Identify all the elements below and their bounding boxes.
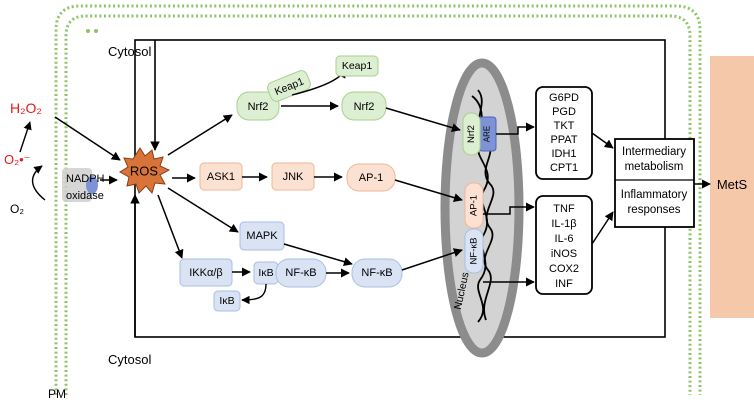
arrow-o2-to-superoxide [31,165,46,201]
arrow-ikb-release [241,283,267,305]
gene-ppat: PPAT [550,134,577,146]
ros-label: ROS [130,163,159,178]
ap1-nuclear [464,182,484,229]
jnk-label: JNK [283,171,304,183]
arrow-h2o2-to-ros [54,116,121,161]
metabolism-line2: metabolism [625,161,684,173]
ap1-cyto [346,163,396,192]
arrow-ap1-to-inflam-genes [483,202,535,215]
metabolism-line1: Intermediary [622,146,686,158]
mets-label: MetS [717,177,748,192]
nfkb-cyto [351,258,403,288]
ask1-label: ASK1 [207,171,235,183]
gene-pgd: PGD [552,106,576,118]
cytosol-label-top: Cytosol [108,44,151,59]
plasma-membrane [54,4,702,395]
mapk-node [239,221,285,251]
keap1-free [335,55,379,77]
arrow-mapk-to-nfkb [283,243,353,267]
gene-inf: INF [555,278,573,290]
ap1-nuclear-label: AP-1 [469,195,480,216]
gene-tnf: TNF [553,203,575,215]
gene-il6: IL-6 [555,233,574,245]
nfkb-target-genes-box [535,195,593,295]
nadph-oxidase: NADPH oxidase [62,168,105,202]
arrow-ap1-to-nucleus [394,179,463,202]
nrf2-cyto-label: Nrf2 [248,101,269,113]
gene-g6pd: G6PD [549,92,579,104]
nfkb-target-genes: TNF IL-1β IL-6 iNOS COX2 INF [549,203,579,290]
ikb-label: IκB [258,267,273,279]
arrow-ros-to-nrf2 [167,114,233,156]
ap1-cyto-label: AP-1 [359,172,383,184]
gene-tkt: TKT [554,120,575,132]
nrf2-nuclear-label: Nrf2 [466,125,477,143]
nrf2-free [341,91,387,121]
o2-label: O₂ [10,202,24,216]
arrow-genes-to-metabolism [591,132,614,149]
mets-bar [710,56,754,318]
nfkb-cyto-label: NF-κB [361,267,392,279]
arrow-superoxide-to-h2o2 [19,121,32,153]
ikb-free [213,290,241,312]
outcome-box [614,138,695,228]
nfkb-nuclear [464,228,484,274]
arrow-ros-to-ikk [157,194,184,259]
are-label: ARE [483,126,492,142]
nfkb-nuclear-label: NF-κB [469,238,480,265]
nrf2-free-label: Nrf2 [354,101,375,113]
nfkb-complex-label: NF-κB [285,267,316,279]
nadph-label: NADPH [66,173,105,185]
pm-label: PM [48,387,66,401]
gene-inos: iNOS [551,248,577,260]
nrf2-target-genes: G6PD PGD TKT PPAT IDH1 CPT1 [549,92,579,174]
oxidase-label: oxidase [66,190,104,202]
arrow-ros-to-mapk [167,187,239,233]
nrf2-cyto [236,91,280,121]
cytosol-label-bottom: Cytosol [108,352,151,367]
gene-idh1: IDH1 [551,148,576,160]
arrow-nrf2-to-nucleus [385,107,461,133]
ikk-label: IKKα/β [189,267,222,279]
gene-il1b: IL-1β [551,218,576,230]
arrow-are-to-genes [496,122,535,135]
mapk-label: MAPK [246,230,278,242]
keap1-free-label: Keap1 [342,60,373,72]
inflammatory-line1: Inflammatory [621,189,688,201]
nrf2-nuclear [462,112,481,156]
ros-burst: ROS [119,147,171,195]
gene-cpt1: CPT1 [550,162,578,174]
arrow-nfkb-to-nucleus [401,248,463,271]
superoxide-label: O₂•⁻ [4,152,31,167]
gene-cox2: COX2 [549,263,579,275]
arrow-genes-to-inflammation [591,211,614,245]
inflammatory-line2: responses [627,204,680,216]
ikb-free-label: IκB [219,295,234,307]
h2o2-label: H₂O₂ [10,100,42,116]
